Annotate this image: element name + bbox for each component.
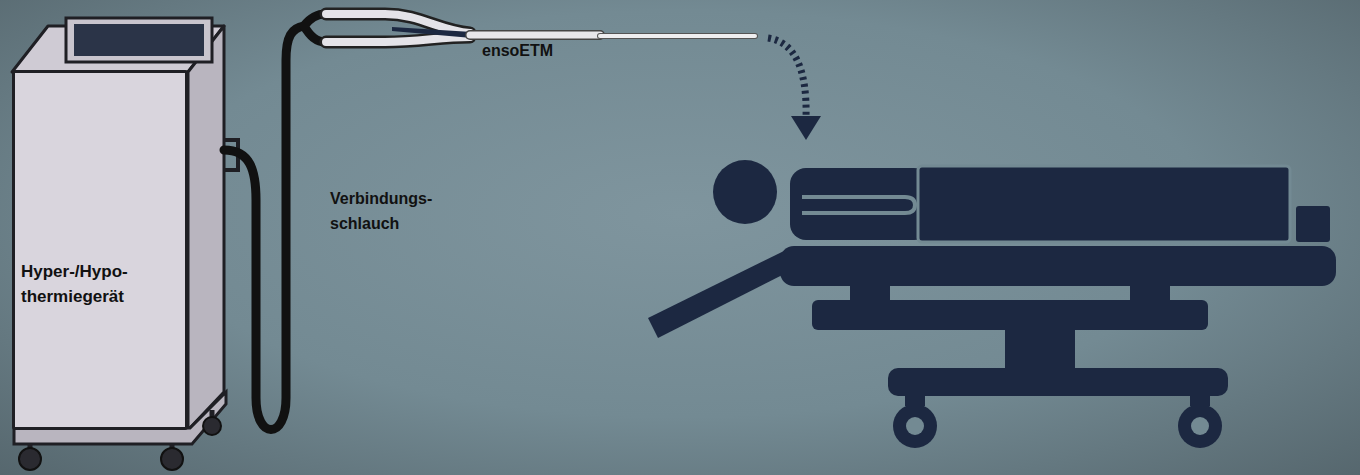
bed-head (648, 248, 800, 338)
device-cabinet: Hyper-/Hypo- thermiegerät (12, 70, 188, 430)
bed-wheel-hub (906, 417, 924, 435)
hose (224, 26, 304, 430)
wheel-fork (1190, 394, 1210, 406)
bed-wheel (1178, 404, 1222, 448)
part-label: Verbindungs- schlauch (330, 186, 455, 236)
screen (74, 24, 204, 56)
insertion-arrow (768, 38, 806, 118)
bed-base (888, 368, 1228, 396)
screen-frame (66, 18, 212, 62)
bed-post (850, 284, 890, 304)
patient-arm (802, 197, 915, 213)
patient-feet (1296, 206, 1330, 242)
bed-wheel (893, 404, 937, 448)
patient-legs (918, 166, 1290, 242)
bed-wheel-hub (1191, 417, 1209, 435)
bed-column (1005, 328, 1075, 372)
patient-torso (790, 168, 930, 240)
device-label: Hyper-/Hypo- thermiegerät (21, 259, 183, 309)
caster (203, 417, 221, 435)
bed-frame (812, 300, 1208, 330)
arrow-head (791, 116, 821, 140)
cabinet-side (188, 26, 224, 430)
part-label: ensoETM (482, 38, 602, 63)
patient-head (713, 160, 777, 224)
caster (161, 448, 183, 470)
bed-post (1130, 284, 1170, 304)
bed-mattress (780, 246, 1336, 286)
probe-tube (600, 34, 755, 38)
probe-outline (600, 33, 755, 39)
probe-outline (470, 30, 600, 40)
caster (19, 448, 41, 470)
wheel-fork (905, 394, 925, 406)
probe-tube (470, 32, 600, 39)
probe-tip (392, 27, 472, 38)
